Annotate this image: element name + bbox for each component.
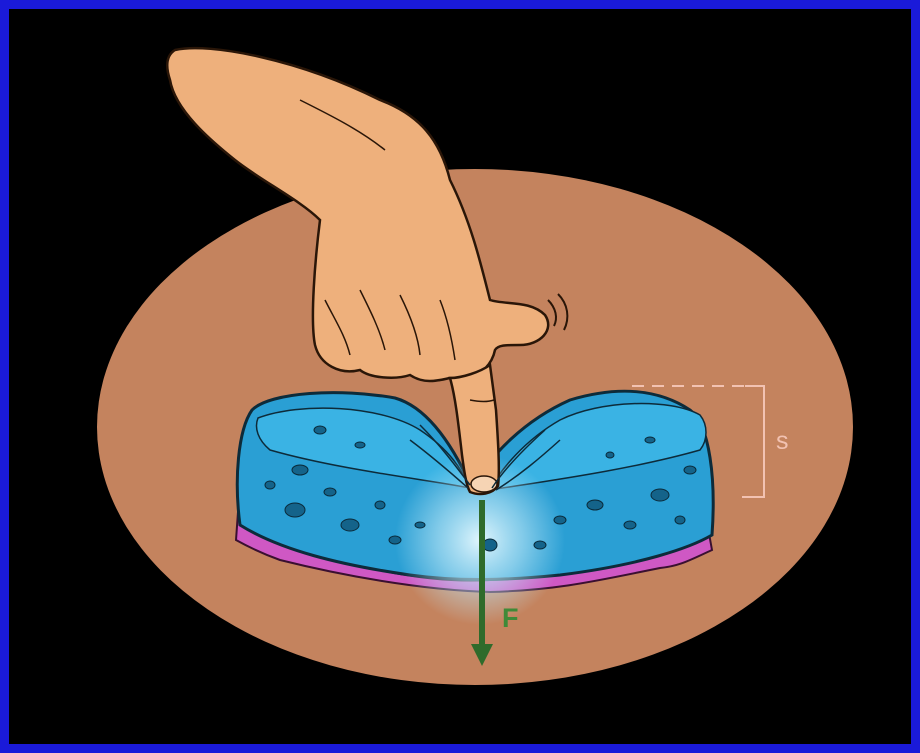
fingernail bbox=[471, 476, 497, 492]
force-label: F bbox=[502, 603, 519, 633]
displacement-label: s bbox=[776, 427, 789, 455]
